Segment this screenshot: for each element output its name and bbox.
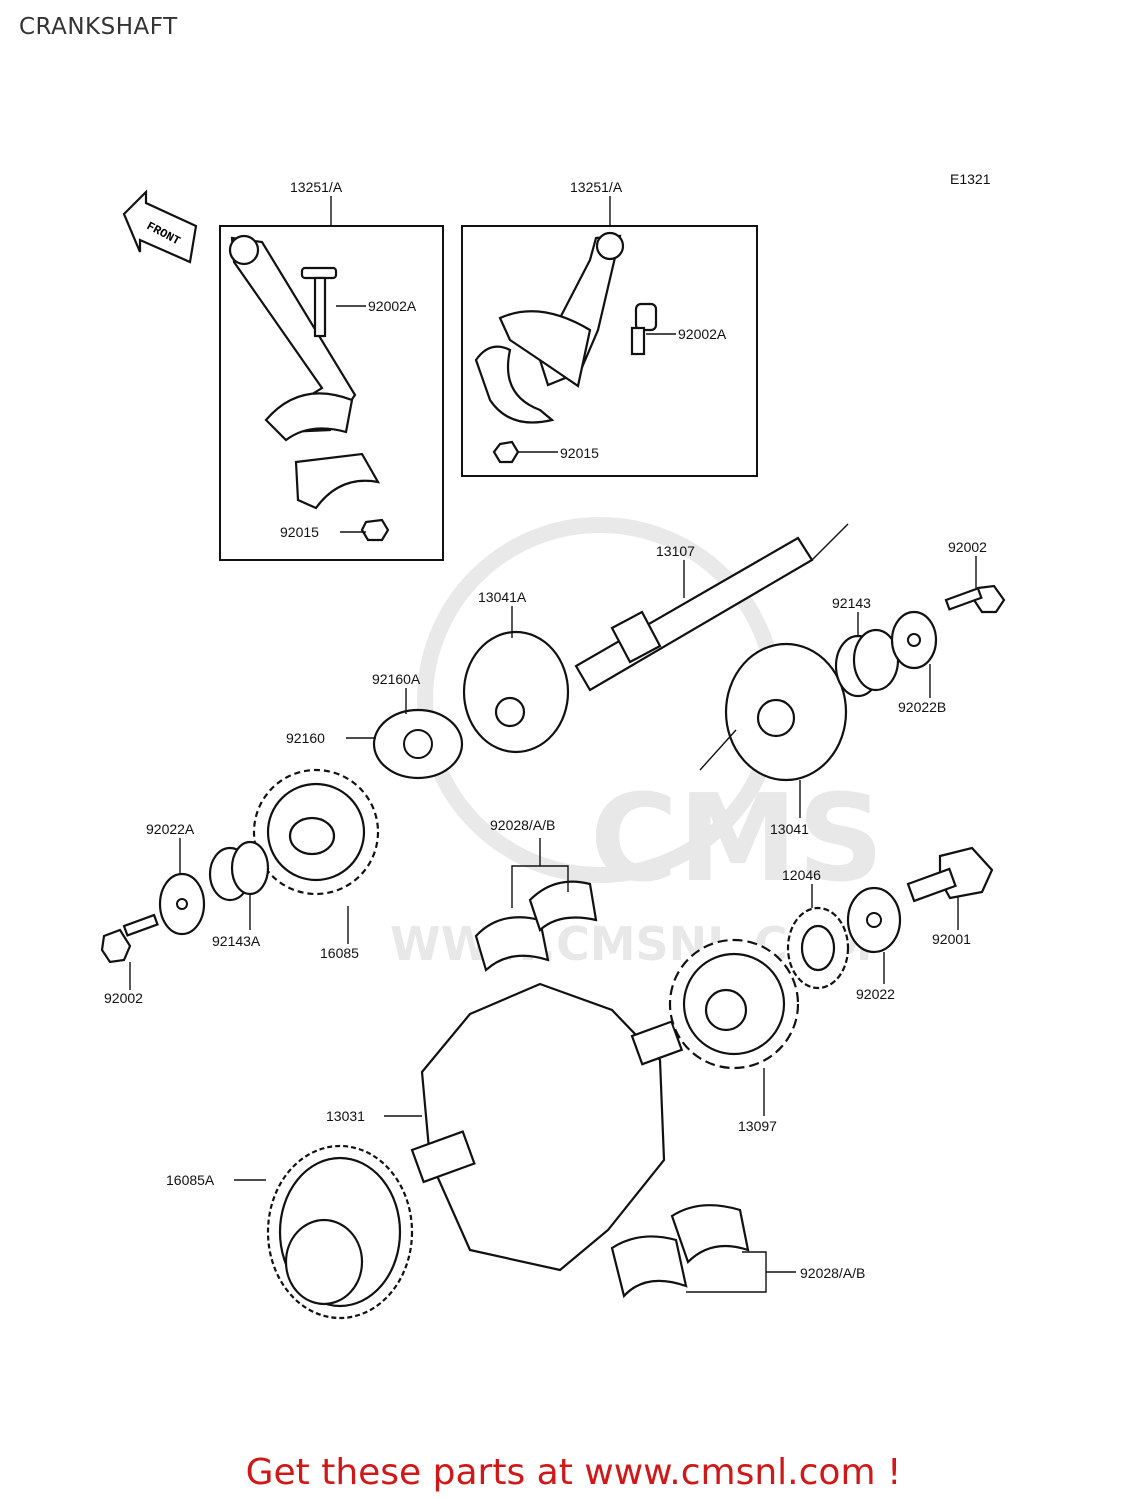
washer-92022B[interactable]: [890, 610, 938, 670]
con-rod-bolt-right[interactable]: [630, 302, 658, 356]
timing-sprocket[interactable]: [786, 906, 850, 990]
collar-92143A[interactable]: [208, 840, 270, 902]
callout-label[interactable]: 12046: [782, 867, 821, 883]
callout-label[interactable]: 92002A: [678, 326, 727, 342]
collar-92143[interactable]: [834, 628, 900, 698]
page-title: CRANKSHAFT: [19, 14, 178, 40]
callout-label[interactable]: 92160: [286, 730, 325, 746]
callout-label[interactable]: 13251/A: [570, 179, 623, 195]
balancer-gear-upper[interactable]: [252, 768, 380, 896]
callout-label[interactable]: 13031: [326, 1108, 365, 1124]
part-callouts: 13251/A 13251/A 92002A 92002A 92015 9201…: [104, 179, 987, 1281]
callout-label[interactable]: 92015: [560, 445, 599, 461]
con-rod-cap-left[interactable]: [294, 452, 381, 510]
bolt-92002-right[interactable]: [944, 584, 1006, 614]
diagram-code: E1321: [950, 171, 991, 187]
coupling-hub-front[interactable]: [462, 630, 570, 754]
bolt-92002-left[interactable]: [100, 913, 159, 964]
callout-label[interactable]: 92022B: [898, 699, 946, 715]
connecting-rod-right[interactable]: [498, 231, 625, 388]
primary-drive-gear[interactable]: [668, 938, 800, 1070]
callout-label[interactable]: 92002: [948, 539, 987, 555]
bearing-inserts-lower[interactable]: [610, 1204, 750, 1299]
callout-label[interactable]: 13107: [656, 543, 695, 559]
callout-label[interactable]: 92143A: [212, 933, 261, 949]
callout-label[interactable]: 13251/A: [290, 179, 343, 195]
callout-label[interactable]: 92001: [932, 931, 971, 947]
con-rod-bolt-left[interactable]: [300, 266, 338, 338]
callout-label[interactable]: 16085: [320, 945, 359, 961]
washer-92022[interactable]: [846, 886, 902, 954]
callout-label[interactable]: 16085A: [166, 1172, 215, 1188]
front-arrow-icon: FRONT: [122, 189, 198, 264]
con-rod-cap-right[interactable]: [474, 345, 555, 424]
callout-label[interactable]: 92002A: [368, 298, 417, 314]
con-rod-nut-left[interactable]: [360, 518, 390, 542]
callout-label[interactable]: 92028/A/B: [800, 1265, 865, 1281]
callout-label[interactable]: 92143: [832, 595, 871, 611]
secondary-shaft[interactable]: [574, 523, 849, 692]
callout-label[interactable]: 13097: [738, 1118, 777, 1134]
callout-label[interactable]: 13041: [770, 821, 809, 837]
damper-rubbers[interactable]: [372, 708, 464, 780]
callout-label[interactable]: 92015: [280, 524, 319, 540]
callout-label[interactable]: 92028/A/B: [490, 817, 555, 833]
callout-label[interactable]: 92022: [856, 986, 895, 1002]
washer-92022A[interactable]: [158, 872, 206, 936]
coupling-hub-rear[interactable]: [724, 642, 848, 782]
footer-cta-link[interactable]: Get these parts at www.cmsnl.com !: [245, 1452, 902, 1493]
balancer-drive-gear[interactable]: [266, 1144, 414, 1320]
callout-label[interactable]: 92160A: [372, 671, 421, 687]
con-rod-nut-right[interactable]: [492, 440, 520, 464]
callout-label[interactable]: 92002: [104, 990, 143, 1006]
callout-label[interactable]: 13041A: [478, 589, 527, 605]
watermark-brand: CMS: [590, 770, 884, 909]
bearing-inserts-upper[interactable]: [474, 880, 598, 973]
connecting-rod-left[interactable]: [228, 234, 357, 442]
crankshaft[interactable]: [410, 982, 684, 1272]
leader-lines: [129, 196, 977, 1293]
callout-label[interactable]: 92022A: [146, 821, 195, 837]
bolt-92001[interactable]: [906, 846, 994, 903]
